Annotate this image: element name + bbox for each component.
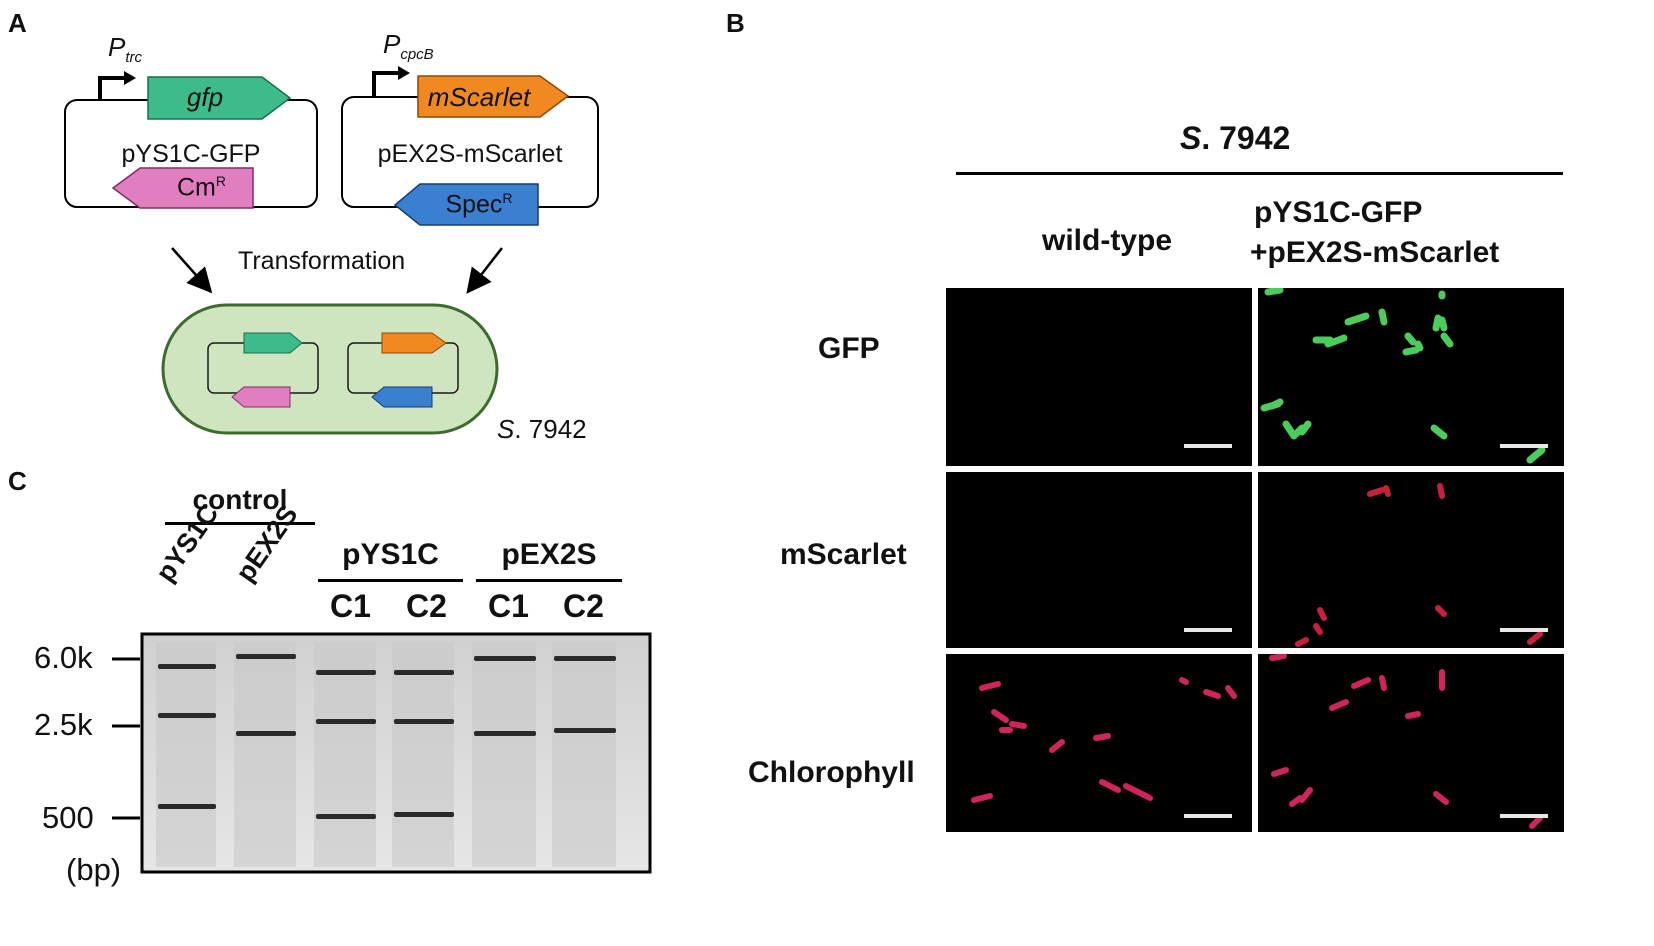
plasmid2-name: pEX2S-mScarlet bbox=[377, 140, 563, 168]
arrow-left-icon bbox=[171, 247, 213, 294]
marker-6k: 6.0k bbox=[34, 640, 93, 675]
control-label: control bbox=[192, 484, 288, 515]
image-wt-mscarlet bbox=[946, 472, 1252, 648]
row-gfp: GFP bbox=[818, 332, 880, 365]
marker2-label: SpecR bbox=[445, 190, 513, 219]
gel-image bbox=[112, 632, 652, 874]
image-tr-chlorophyll bbox=[1258, 654, 1564, 832]
strain-underline bbox=[956, 172, 1563, 175]
cell-shape bbox=[161, 303, 499, 435]
marker-2-5k: 2.5k bbox=[34, 707, 93, 742]
marker-500: 500 bbox=[42, 800, 94, 835]
transformation-label: Transformation bbox=[238, 247, 406, 275]
gene1-label: gfp bbox=[186, 82, 224, 112]
unit-label: (bp) bbox=[66, 852, 122, 887]
panel-letter-c: C bbox=[8, 466, 27, 496]
sub-label-c1a: C1 bbox=[330, 588, 371, 624]
image-tr-mscarlet bbox=[1258, 472, 1564, 648]
cm-marker-shape bbox=[111, 167, 254, 209]
promoter1-arrow-icon bbox=[98, 76, 128, 100]
promoter2-arrow-icon bbox=[372, 71, 402, 97]
sub-label-c2a: C2 bbox=[406, 588, 447, 624]
arrow-right-icon bbox=[466, 247, 503, 294]
panel-letter-a: A bbox=[8, 8, 27, 38]
sub-label-c2b: C2 bbox=[563, 588, 604, 624]
panel-letter-b: B bbox=[726, 8, 745, 38]
row-chlorophyll: Chlorophyll bbox=[748, 756, 915, 789]
group1-label: pYS1C bbox=[342, 538, 439, 571]
strain-label-b: S. 7942 bbox=[1180, 120, 1291, 156]
plasmid1-name: pYS1C-GFP bbox=[121, 140, 261, 168]
column-transformed-line2: +pEX2S-mScarlet bbox=[1250, 236, 1500, 269]
control-underline bbox=[165, 522, 315, 525]
image-wt-gfp bbox=[946, 288, 1252, 466]
gfp-gene-shape bbox=[147, 76, 292, 120]
row-mscarlet: mScarlet bbox=[780, 538, 907, 571]
group2-label: pEX2S bbox=[501, 538, 597, 571]
spec-marker-shape bbox=[393, 183, 539, 226]
column-transformed-line1: pYS1C-GFP bbox=[1254, 196, 1423, 229]
promoter2-label: PcpcB bbox=[383, 29, 434, 64]
image-wt-chlorophyll bbox=[946, 654, 1252, 832]
sub-label-c1b: C1 bbox=[488, 588, 529, 624]
column-wild-type: wild-type bbox=[1042, 224, 1173, 257]
mscarlet-gene-shape bbox=[417, 75, 570, 118]
plasmid-diagram bbox=[64, 66, 599, 435]
promoter1-label: Ptrc bbox=[108, 32, 143, 67]
group2-underline bbox=[476, 579, 622, 582]
marker1-label: CmR bbox=[176, 173, 226, 202]
group1-underline bbox=[318, 579, 463, 582]
strain-label-a: S. 7942 bbox=[497, 414, 587, 444]
image-tr-gfp bbox=[1258, 288, 1564, 466]
gene2-label: mScarlet bbox=[427, 82, 531, 112]
